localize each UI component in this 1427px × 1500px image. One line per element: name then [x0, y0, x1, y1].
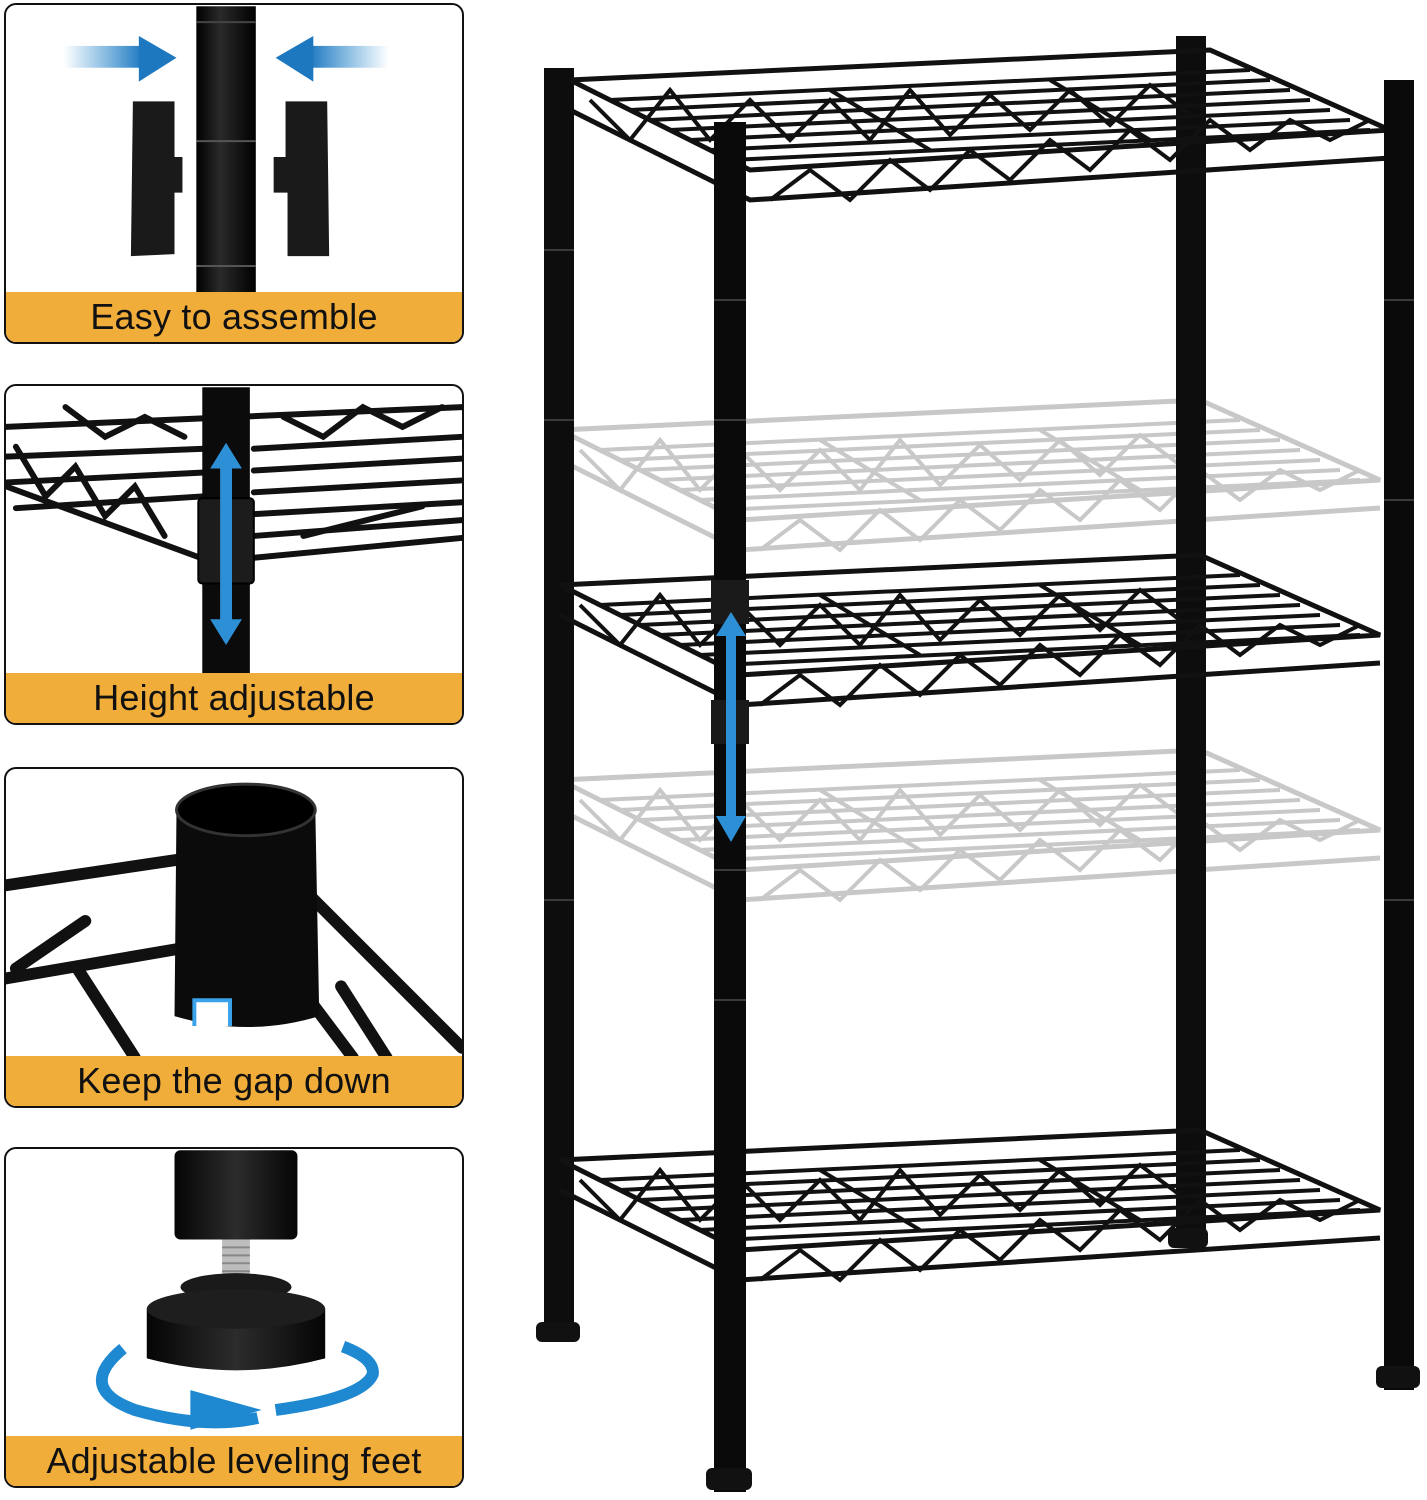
foot-back-right — [1168, 1228, 1208, 1248]
shelf-middle — [560, 555, 1380, 705]
wire-shelving-unit-illustration — [536, 36, 1420, 1492]
feature-label: Height adjustable — [93, 677, 375, 718]
vertical-double-arrow-icon — [6, 387, 462, 675]
feature-label-band: Easy to assemble — [6, 292, 462, 342]
front-right-post — [1384, 80, 1414, 1390]
rotate-arrow-foot-icon — [95, 1150, 379, 1430]
feature-label-band: Height adjustable — [6, 673, 462, 723]
feature-label: Keep the gap down — [77, 1060, 391, 1101]
feature-label: Easy to assemble — [90, 296, 378, 337]
foot-front-left — [706, 1468, 752, 1490]
feature-label-band: Keep the gap down — [6, 1056, 462, 1106]
foot-front-right — [1376, 1366, 1420, 1388]
feature-panel-gap: Keep the gap down — [4, 767, 464, 1108]
feature-label: Adjustable leveling feet — [46, 1440, 422, 1481]
height-adjust-arrow-icon — [716, 612, 746, 842]
foot-back-left — [536, 1322, 580, 1342]
sleeve-clips-arrows-icon — [63, 6, 389, 294]
ghost-shelf-lower — [560, 750, 1380, 900]
feature-panel-feet: Adjustable leveling feet — [4, 1147, 464, 1488]
feature-panel-assemble: Easy to assemble — [4, 3, 464, 344]
feature-panel-height: Height adjustable — [4, 384, 464, 725]
shelf-collar-gap-icon — [6, 782, 462, 1059]
feature-label-band: Adjustable leveling feet — [6, 1436, 462, 1486]
ghost-shelf-upper — [560, 400, 1380, 550]
shelf-bottom — [560, 1130, 1380, 1280]
shelf-top — [570, 50, 1390, 200]
back-left-post — [544, 68, 574, 1338]
